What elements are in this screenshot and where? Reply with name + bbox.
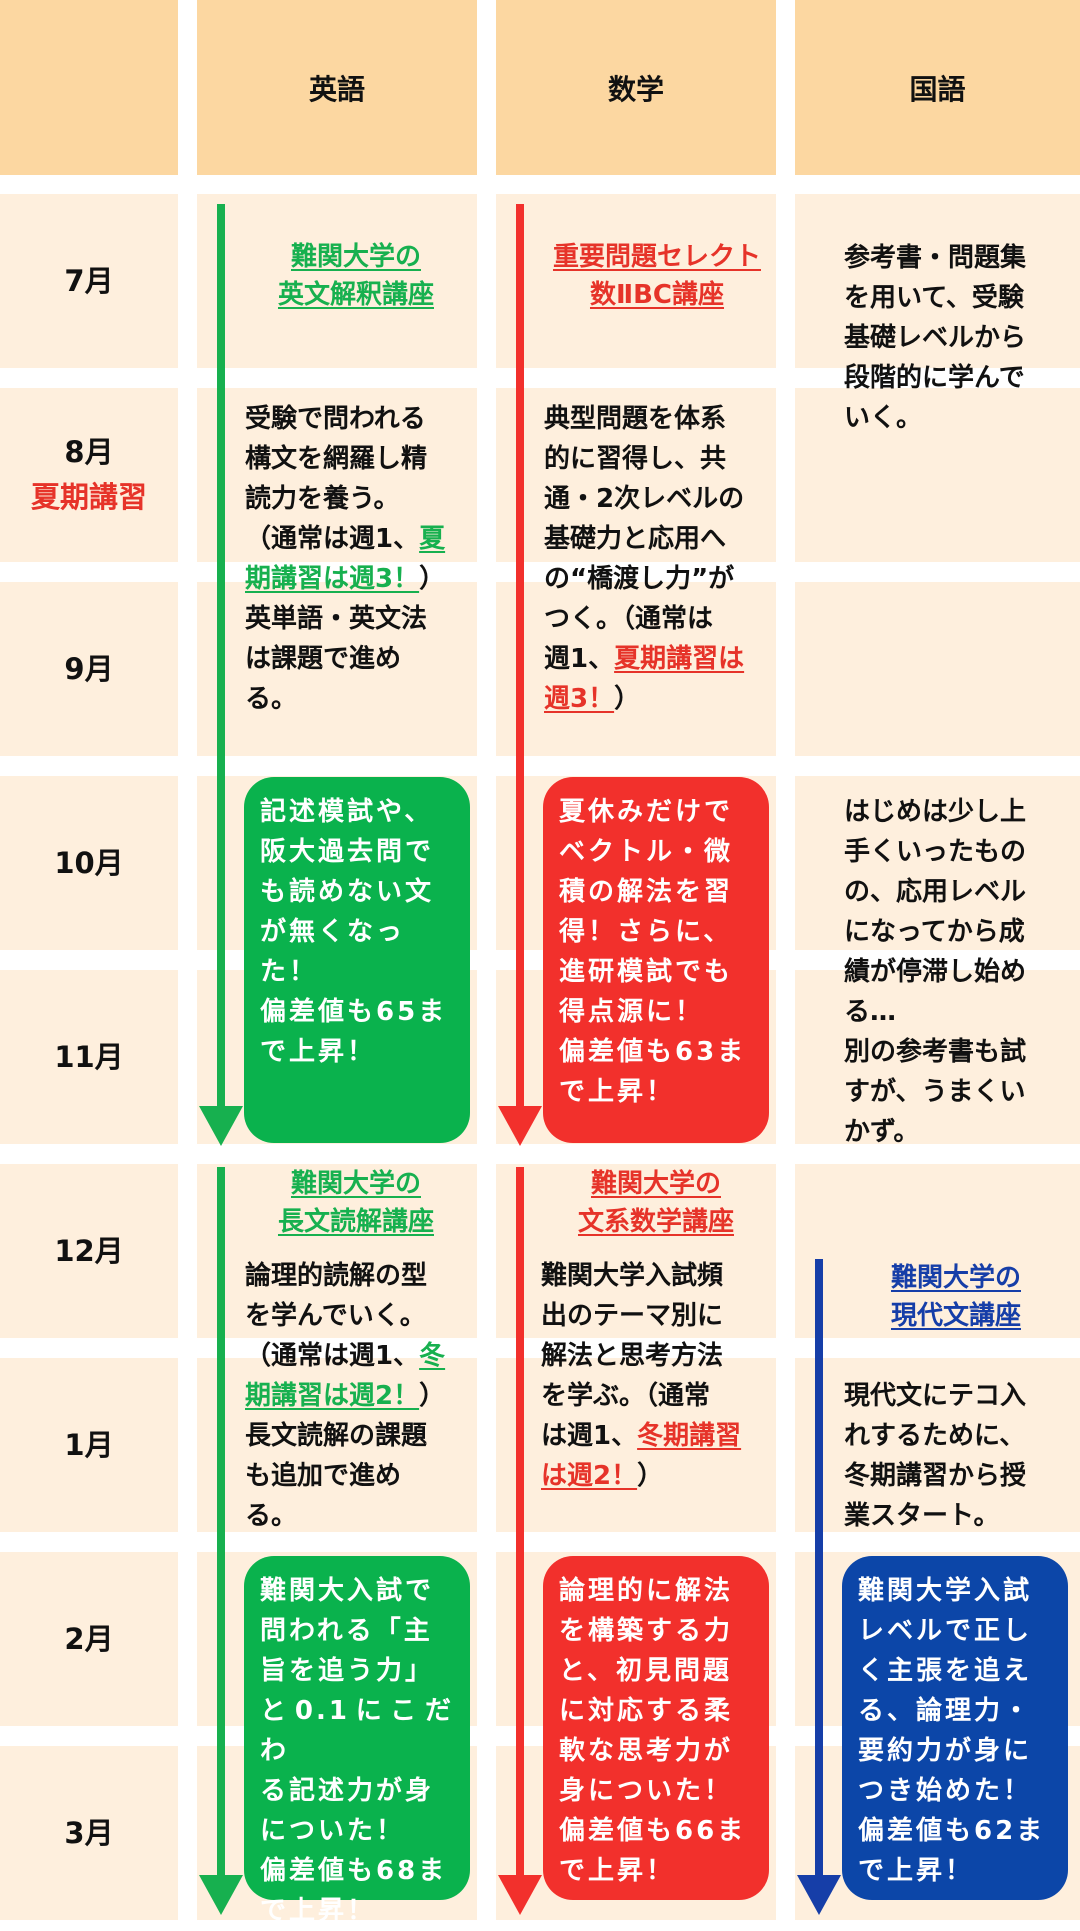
english-result-1: 記述模試や、阪大過去問でも読めない文が無くなった！偏差値も65まで上昇！ [244, 777, 470, 1143]
math-term1-arrowhead [498, 1106, 542, 1146]
month-sep: 9月 [64, 651, 114, 686]
summer-session-highlight: 夏期講習は週3！ [544, 644, 745, 714]
month-jan: 1月 [64, 1427, 114, 1462]
month-dec: 12月 [54, 1233, 124, 1268]
winter-session-highlight: 冬期講習は週2！ [541, 1421, 742, 1491]
grid-cell [197, 1164, 477, 1338]
grid-cell [795, 388, 1080, 562]
math-result-1: 夏休みだけでベクトル・微積の解法を習得！さらに、進研模試でも得点源に！偏差値も6… [543, 777, 769, 1143]
english-course-1: 難関大学の英文解釈講座 [277, 242, 434, 310]
grid-cell [0, 970, 178, 1144]
grid-cell [795, 970, 1080, 1144]
math-term1-arrow [516, 204, 524, 1124]
grid-cell [795, 776, 1080, 950]
grid-cell [795, 1358, 1080, 1532]
month-oct: 10月 [54, 845, 124, 880]
math-course-2: 難関大学の文系数学講座 [577, 1169, 734, 1237]
grid-cell [0, 776, 178, 950]
math-desc-1: 典型問題を体系的に習得し、共通・2次レベルの基礎力と応用への“橋渡し力”がつく。… [544, 404, 745, 714]
month-jul: 7月 [64, 263, 114, 298]
japanese-course: 難関大学の現代文講座 [890, 1263, 1021, 1331]
header-japanese: 国語 [795, 0, 1080, 175]
grid-cell [795, 582, 1080, 756]
math-course-1: 重要問題セレクト数ⅡBC講座 [552, 242, 761, 310]
grid-cell [496, 1358, 776, 1532]
math-desc-2: 難関大学入試頻出のテーマ別に解法と思考方法を学ぶ。（通常 は週1、冬期講習は週2… [541, 1261, 742, 1491]
english-desc-1: 受験で問われる構文を網羅し精読力を養う。 （通常は週1、夏期講習は週3！） 英単… [245, 404, 446, 714]
english-term2-arrow [217, 1167, 225, 1900]
grid-cell [795, 1164, 1080, 1338]
english-term1-arrowhead [199, 1106, 243, 1146]
grid-cell [0, 1552, 178, 1726]
grid-cell [0, 582, 178, 756]
japanese-desc-3: 現代文にテコ入れするために、冬期講習から授業スタート。 [844, 1381, 1027, 1531]
grid-cell [0, 194, 178, 368]
japanese-desc-2: はじめは少し上手くいったものの、応用レベルになってから成績が停滞し始める…別の参… [844, 797, 1027, 1147]
grid-cell [0, 1164, 178, 1338]
english-term2-arrowhead [199, 1875, 243, 1915]
grid-cell [197, 388, 477, 562]
grid-cell [0, 388, 178, 562]
japanese-desc-1: 参考書・問題集を用いて、受験基礎レベルから段階的に学んでいく。 [844, 243, 1027, 433]
header-label-math: 数学 [607, 72, 664, 106]
grid-cell [197, 194, 477, 368]
month-aug: 8月夏期講習 [0, 388, 178, 562]
header-english: 英語 [197, 0, 477, 175]
grid-cell [496, 194, 776, 368]
winter-session-highlight: 冬期講習は週2！ [245, 1341, 446, 1411]
english-term1-arrow [217, 204, 225, 1124]
grid-cell [197, 1358, 477, 1532]
math-result-2: 論理的に解法を構築する力と、初見問題に対応する柔軟な思考力が身についた！偏差値も… [543, 1556, 769, 1900]
grid-cell [496, 1164, 776, 1338]
grid-cell [0, 1746, 178, 1920]
header-label-english: 英語 [308, 72, 365, 106]
summer-session-highlight: 夏期講習は週3！ [245, 524, 446, 594]
summer-session-label: 夏期講習 [30, 480, 147, 514]
grid-cell [795, 194, 1080, 368]
month-mar: 3月 [64, 1815, 114, 1850]
english-result-2: 難関大入試で問われる「主旨を追う力」と0.1にこだわる記述力が身についた！偏差値… [244, 1556, 470, 1926]
grid-cell [496, 388, 776, 562]
grid-cell [0, 1358, 178, 1532]
math-term2-arrowhead [498, 1875, 542, 1915]
japanese-arrowhead [797, 1875, 841, 1915]
month-feb: 2月 [64, 1621, 114, 1656]
english-desc-2: 論理的読解の型を学んでいく。 （通常は週1、冬期講習は週2！） 長文読解の課題も… [245, 1261, 446, 1531]
japanese-result: 難関大学入試レベルで正しく主張を追える、論理力・要約力が身につき始めた！偏差値も… [842, 1556, 1068, 1900]
grid-cell [496, 582, 776, 756]
english-course-2: 難関大学の長文読解講座 [277, 1169, 434, 1237]
header-math: 数学 [496, 0, 776, 175]
header-corner [0, 0, 178, 175]
grid-cell [197, 582, 477, 756]
header-label-japanese: 国語 [909, 72, 966, 106]
math-term2-arrow [516, 1167, 524, 1900]
japanese-arrow [815, 1259, 823, 1900]
month-nov: 11月 [54, 1039, 124, 1074]
